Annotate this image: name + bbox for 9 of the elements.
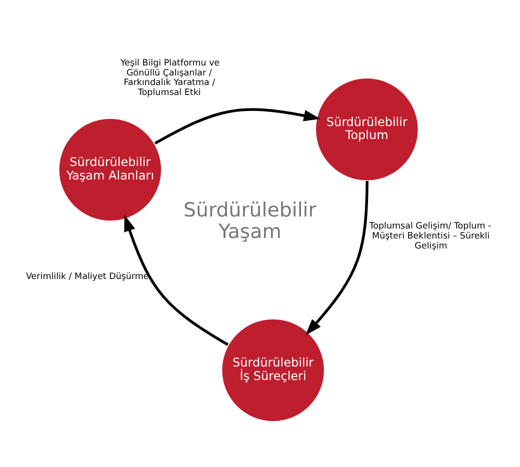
label: Sürdürülebilir Yaşam	[184, 198, 316, 244]
arrow	[305, 181, 368, 336]
edge-label: Toplumsal Gelişim/ Toplum - Müşteri Beklentisi – Sürekli Gelişim	[369, 222, 492, 252]
edge-label: Yeşil Bilgi Platformu ve Gönüllü Çalışanlar / Farkındalık Yaratma / Toplumsal Etki	[120, 58, 220, 98]
node-circle: Sürdürülebilir Yaşam Alanları	[58, 118, 162, 222]
node-circle: Sürdürülebilir Toplum	[314, 77, 419, 182]
edge-label: Verimlilik / Maliyet Düşürme	[26, 272, 149, 282]
arrow	[154, 108, 320, 145]
arrow	[124, 214, 229, 346]
